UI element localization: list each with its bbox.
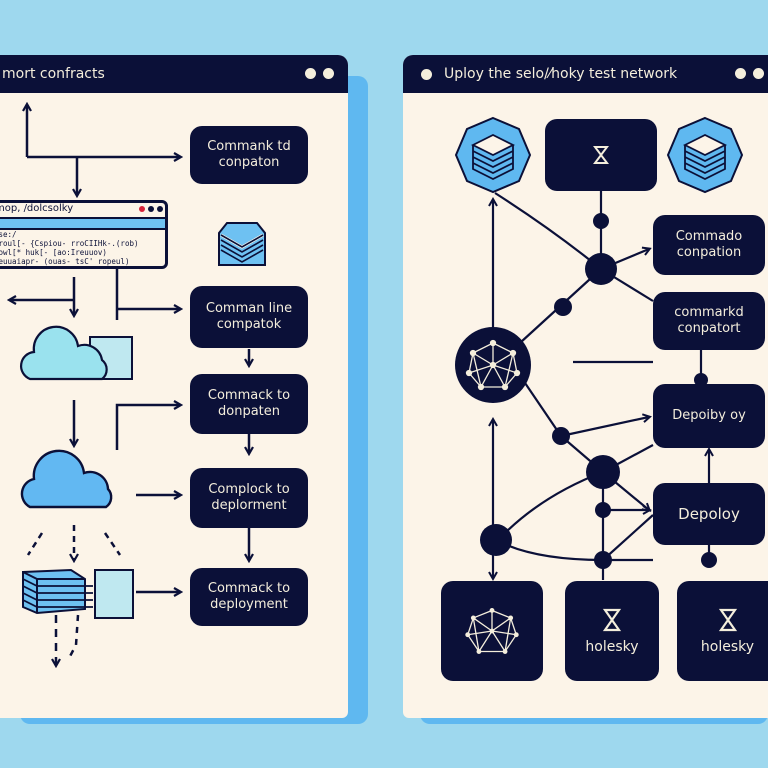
holesky-label: holesky	[700, 639, 755, 655]
terminal-title: mop, /dolcsolky	[0, 203, 74, 214]
terminal-line: oroul[- {Cspiou- rroCIIHk-.(rob)	[0, 239, 139, 248]
holesky-card[interactable]: holesky	[565, 581, 659, 681]
network-mesh-icon	[465, 608, 519, 654]
window-control-dot[interactable]	[753, 68, 764, 79]
graph-node	[552, 427, 570, 445]
left-flow-connectors	[0, 55, 266, 718]
edge	[522, 379, 604, 473]
terminal-line: cse:/	[0, 230, 17, 239]
terminal-line: oeuuaiapr- (ouas- tsC' ropeul)	[0, 257, 130, 266]
server-stack-icon	[22, 568, 134, 619]
cloud-icon	[20, 449, 113, 509]
window-control-dot[interactable]	[323, 68, 334, 79]
window-control-dot[interactable]	[735, 68, 746, 79]
terminal-window[interactable]: mop, /dolcsolky cse:/ oroul[- {Cspiou- r…	[0, 200, 168, 269]
graph-node	[586, 455, 620, 489]
edge	[494, 192, 602, 270]
terminal-line: oowl[* huk[- [ao:Ireuuov)	[0, 248, 107, 257]
flow-node-command-compilation[interactable]: Commank td conpaton	[190, 126, 308, 184]
stack-icon	[218, 222, 266, 266]
graph-node	[694, 373, 708, 387]
left-window-title: mort confracts	[2, 66, 105, 82]
network-graph-connectors	[454, 116, 744, 718]
graph-node	[701, 552, 717, 568]
window-control-dot[interactable]	[305, 68, 316, 79]
edge	[503, 470, 604, 535]
database-hexagon-icon	[454, 116, 532, 194]
cloud-icon	[20, 325, 133, 381]
connector	[66, 614, 80, 661]
edge	[560, 417, 649, 438]
graph-node	[554, 298, 572, 316]
right-window: Uploy the selo/⁄hoky test network	[403, 55, 768, 718]
right-window-title: Uploy the selo/⁄hoky test network	[444, 66, 678, 82]
graph-node	[594, 551, 612, 569]
connector	[115, 405, 180, 450]
window-control-dot[interactable]	[421, 68, 432, 80]
flow-node-command-line[interactable]: Comman line compatok	[190, 286, 308, 348]
ethereum-diamond-icon	[593, 146, 609, 164]
terminal-selection-bar	[0, 219, 165, 230]
flow-node-deploy-final[interactable]: Depoloy	[653, 483, 765, 545]
flow-node-command-compiler[interactable]: commarkd conpatort	[653, 292, 765, 350]
flow-node-compile-to-deployment[interactable]: Complock to deplorment	[190, 468, 308, 528]
graph-node	[593, 213, 609, 229]
flow-node-deploy[interactable]: Depoiby oy	[653, 384, 765, 448]
ethereum-node-card[interactable]	[545, 119, 657, 191]
edge	[602, 514, 654, 561]
network-mesh-card[interactable]	[441, 581, 543, 681]
holesky-card[interactable]: holesky	[677, 581, 768, 681]
left-window: mort confracts	[0, 55, 348, 718]
graph-node	[595, 502, 611, 518]
flow-node-command-compilation[interactable]: Commado conpation	[653, 215, 765, 275]
flow-node-command-to-deployment[interactable]: Commack to deployment	[190, 568, 308, 626]
graph-node	[585, 253, 617, 285]
edge	[495, 539, 653, 562]
ethereum-diamond-icon	[602, 608, 622, 632]
left-titlebar[interactable]: mort confracts	[0, 55, 348, 93]
network-mesh-icon	[455, 327, 531, 403]
right-titlebar[interactable]: Uploy the selo/⁄hoky test network	[403, 55, 768, 93]
database-hexagon-icon	[666, 116, 744, 194]
ethereum-diamond-icon	[718, 608, 737, 632]
graph-node	[480, 524, 512, 556]
connector	[103, 532, 122, 556]
connector	[26, 532, 44, 556]
flow-node-command-to-compilation[interactable]: Commack to donpaten	[190, 374, 308, 434]
holesky-label: holesky	[585, 639, 639, 655]
